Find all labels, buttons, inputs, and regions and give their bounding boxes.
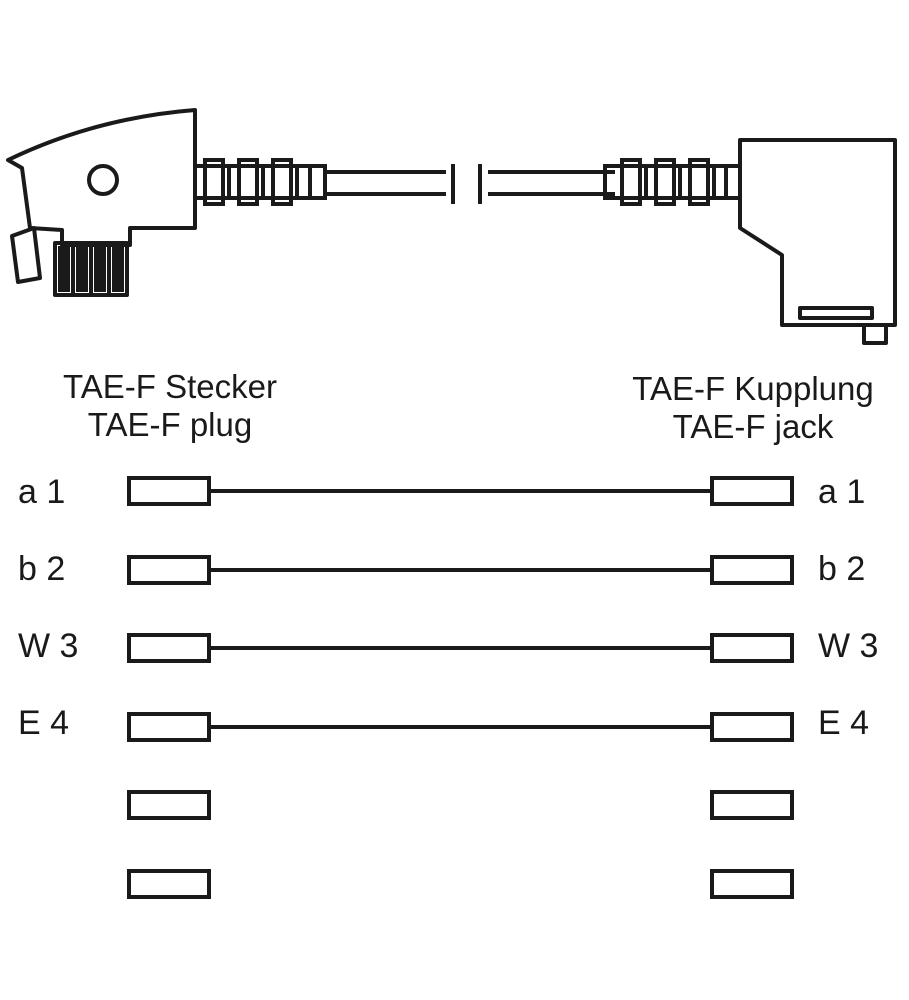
jack-strain-relief bbox=[603, 158, 742, 206]
jack-foot bbox=[862, 323, 888, 345]
plug-pin-box bbox=[127, 555, 211, 585]
pin-label-left: b 2 bbox=[18, 550, 66, 588]
plug-pin-box bbox=[127, 712, 211, 742]
cable-break-marks bbox=[451, 164, 482, 204]
pin-label-left: a 1 bbox=[18, 473, 66, 511]
right-cable bbox=[488, 170, 615, 196]
jack-title: TAE-F Kupplung TAE-F jack bbox=[598, 370, 908, 446]
plug-hole-icon bbox=[87, 164, 119, 196]
jack-title-de: TAE-F Kupplung bbox=[632, 370, 874, 407]
jack-body-outline bbox=[738, 138, 897, 327]
jack-title-en: TAE-F jack bbox=[672, 408, 834, 445]
pin-label-right: E 4 bbox=[818, 704, 870, 742]
jack-slot bbox=[798, 306, 874, 320]
pin-label-right: a 1 bbox=[818, 473, 866, 511]
plug-strain-relief bbox=[193, 158, 327, 206]
plug-pin-box bbox=[127, 869, 211, 899]
jack-pin-box bbox=[710, 633, 794, 663]
jack-pin-box bbox=[710, 555, 794, 585]
plug-title-de: TAE-F Stecker bbox=[63, 368, 277, 405]
left-cable bbox=[325, 170, 446, 196]
jack-pin-box bbox=[710, 476, 794, 506]
pin-label-left: E 4 bbox=[18, 704, 70, 742]
plug-latch bbox=[10, 226, 42, 284]
plug-contact-fill bbox=[58, 246, 124, 292]
pin-rows bbox=[127, 476, 794, 899]
pin-label-left: W 3 bbox=[18, 627, 79, 665]
tae-plug-illustration bbox=[6, 108, 197, 297]
plug-title-en: TAE-F plug bbox=[87, 406, 253, 443]
jack-pin-box bbox=[710, 869, 794, 899]
plug-pin-box bbox=[127, 633, 211, 663]
plug-pin-box bbox=[127, 790, 211, 820]
tae-jack-illustration bbox=[738, 138, 897, 345]
jack-pin-box bbox=[710, 712, 794, 742]
jack-pin-box bbox=[710, 790, 794, 820]
plug-title: TAE-F Stecker TAE-F plug bbox=[30, 368, 310, 444]
plug-pin-box bbox=[127, 476, 211, 506]
pin-label-right: W 3 bbox=[818, 627, 879, 665]
pin-label-right: b 2 bbox=[818, 550, 866, 588]
plug-body-outline bbox=[6, 108, 197, 247]
